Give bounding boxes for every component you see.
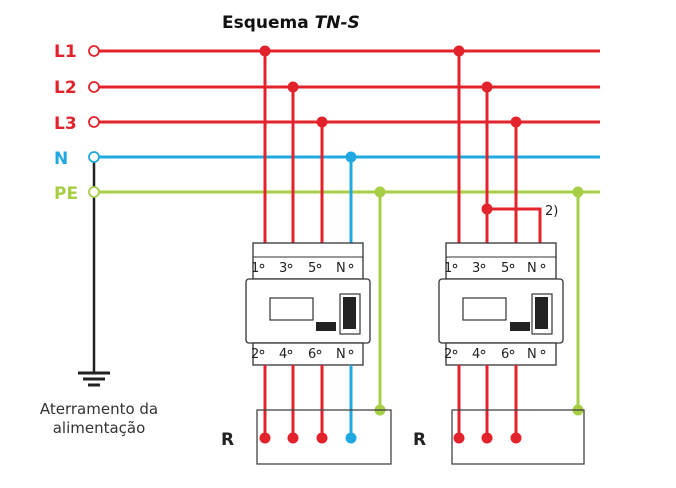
left-top-terminal-n: N xyxy=(336,261,346,276)
right-bottom-terminal-4: 4 xyxy=(472,347,480,362)
left-node-pe xyxy=(374,186,386,198)
right-node-l3 xyxy=(510,116,522,128)
right-top-terminal-1: 1 xyxy=(444,261,452,276)
right-bottom-terminal-2: 2 xyxy=(444,347,452,362)
left-load-box xyxy=(256,409,392,465)
line-label-pe: PE xyxy=(54,184,78,204)
right-node-pe xyxy=(572,186,584,198)
line-label-l2: L2 xyxy=(54,78,77,98)
line-label-l3: L3 xyxy=(54,114,77,134)
right-device-bottom-block xyxy=(445,342,557,366)
right-top-terminal-3: 3 xyxy=(472,261,480,276)
left-device-window xyxy=(269,297,314,321)
left-load-label: R xyxy=(221,430,234,450)
left-node-n xyxy=(345,151,357,163)
left-node-l1 xyxy=(259,45,271,57)
terminal-l2 xyxy=(88,81,100,93)
right-device-top-block xyxy=(445,242,557,280)
left-node-l2 xyxy=(287,81,299,93)
right-bottom-terminal-n: N xyxy=(527,347,537,362)
left-bottom-terminal-2: 2 xyxy=(251,347,259,362)
left-bottom-terminal-6: 6 xyxy=(308,347,316,362)
ground-caption-line2: alimentação xyxy=(53,419,146,437)
left-node-l3 xyxy=(316,116,328,128)
right-top-terminal-n: N xyxy=(527,261,537,276)
line-label-n: N xyxy=(54,149,68,169)
right-device-indicator xyxy=(510,322,530,331)
left-bottom-terminal-n: N xyxy=(336,347,346,362)
left-device-top-block xyxy=(252,242,364,280)
right-device-toggle xyxy=(535,297,548,329)
terminal-l3 xyxy=(88,116,100,128)
terminal-n xyxy=(88,151,100,163)
terminal-l1 xyxy=(88,45,100,57)
left-device-indicator xyxy=(316,322,336,331)
right-neutral-bridge xyxy=(487,207,542,243)
diagram-title: Esquema TN-S xyxy=(222,13,360,33)
line-label-l1: L1 xyxy=(54,42,77,62)
title-italic: TN-S xyxy=(315,13,360,33)
ground-icon xyxy=(78,371,110,387)
left-device-bottom-block xyxy=(252,342,364,366)
right-top-terminal-5: 5 xyxy=(501,261,509,276)
left-device xyxy=(245,242,371,366)
right-node-l2 xyxy=(481,81,493,93)
note-label: 2) xyxy=(545,204,558,219)
terminal-pe xyxy=(88,186,100,198)
right-bridge-node xyxy=(481,203,493,215)
right-bottom-terminal-6: 6 xyxy=(501,347,509,362)
left-top-terminal-3: 3 xyxy=(279,261,287,276)
left-top-terminal-5: 5 xyxy=(308,261,316,276)
right-load-label: R xyxy=(413,430,426,450)
ground-caption-line1: Aterramento da xyxy=(40,400,158,418)
right-load-box xyxy=(451,409,585,465)
right-device-window xyxy=(462,297,507,321)
left-top-terminal-1: 1 xyxy=(251,261,259,276)
left-device-toggle xyxy=(343,297,356,329)
right-node-l1 xyxy=(453,45,465,57)
right-device xyxy=(438,242,564,366)
left-bottom-terminal-4: 4 xyxy=(279,347,287,362)
title-main: Esquema xyxy=(222,13,315,33)
